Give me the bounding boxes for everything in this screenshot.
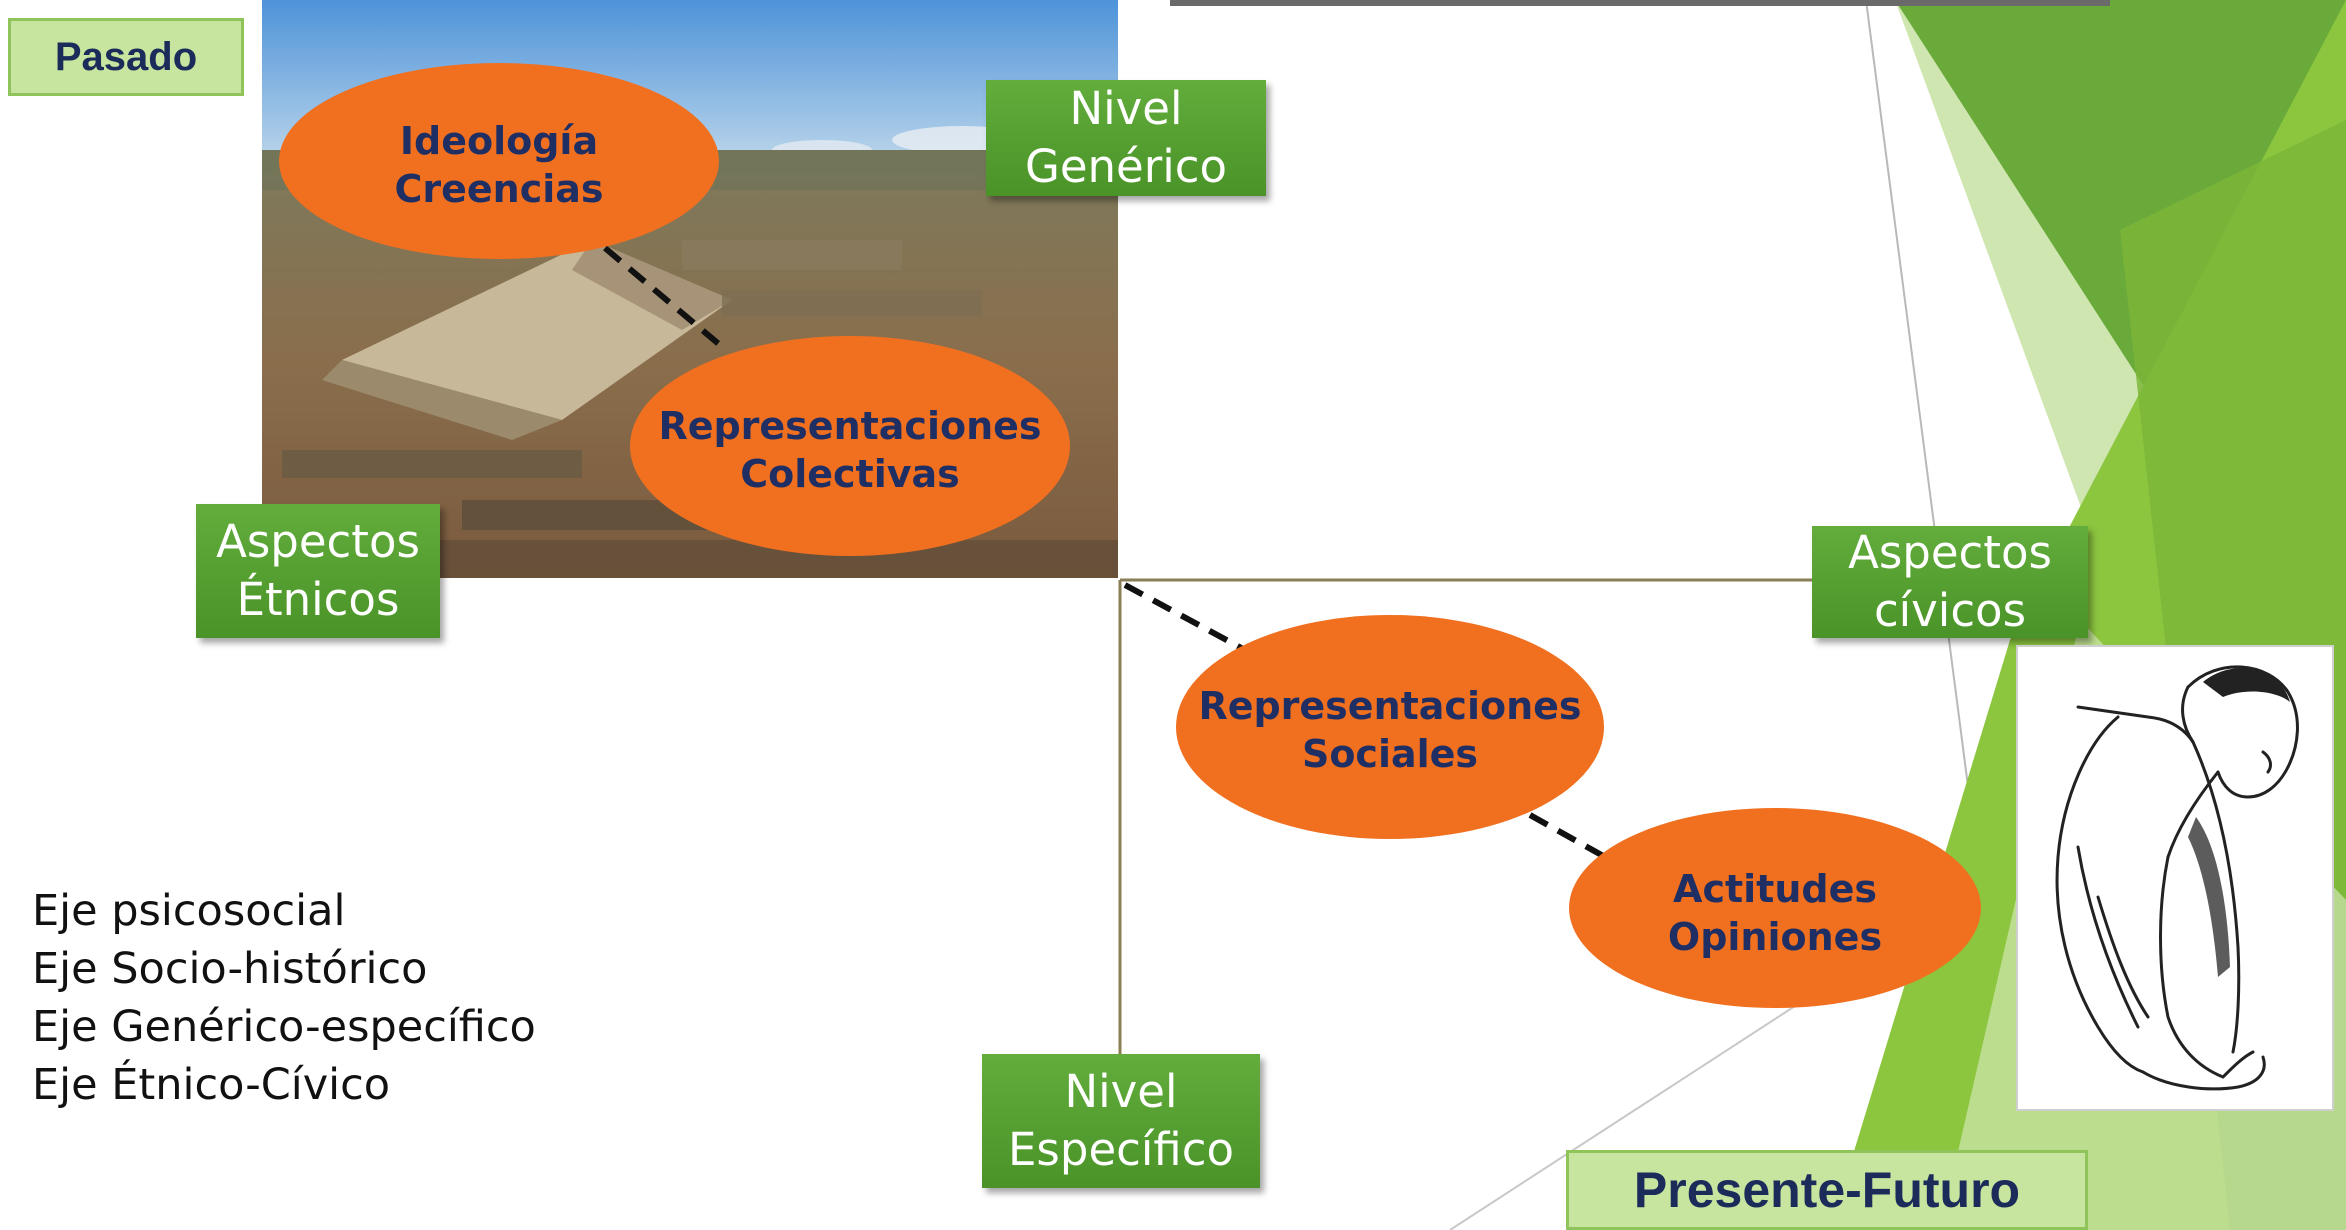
past-tag: Pasado [8,18,244,96]
ellipse-social-line2: Sociales [1301,732,1479,776]
ellipse-collective: Representaciones Colectivas [640,370,1060,530]
ellipse-ideology-shape [279,63,719,259]
ellipse-attitudes-line2: Opiniones [1667,915,1883,959]
ellipse-collective-line1: Representaciones [658,404,1042,448]
ethnic-aspects-line2: Étnicos [236,573,400,626]
figure-drawing [2055,665,2299,1091]
civic-aspects-line1: Aspectos [1848,526,2052,579]
ellipse-attitudes: Actitudes Opiniones [1575,838,1975,988]
connector-ideology-collective [603,245,722,348]
ellipse-attitudes-shape [1569,808,1981,1008]
ethnic-aspects-line1: Aspectos [216,515,420,568]
generic-level-line1: Nivel [1069,82,1183,135]
past-label: Pasado [54,34,198,79]
specific-level-line1: Nivel [1064,1065,1178,1118]
ellipse-social-shape [1176,615,1604,839]
axes-list-item: Eje Genérico-específico [32,1002,536,1052]
axes-list-item: Eje Socio-histórico [32,944,428,994]
connector-axis-social [1123,582,1247,653]
ellipse-ideology: Ideología Creencias [299,90,699,240]
specific-level-tag: Nivel Específico [982,1054,1260,1188]
ellipse-attitudes-line1: Actitudes [1673,867,1877,911]
ellipse-ideology-line1: Ideología [399,119,599,163]
specific-level-line2: Específico [1008,1123,1234,1176]
generic-level-line2: Genérico [1024,140,1228,193]
civic-aspects-line2: cívicos [1873,584,2027,637]
future-tag: Presente-Futuro [1566,1150,2088,1230]
crouching-figure-sketch [2016,645,2334,1111]
ellipse-collective-line2: Colectivas [740,452,960,496]
generic-level-tag: Nivel Genérico [986,80,1266,196]
ellipse-collective-shape [630,336,1070,556]
connector-social-attitudes [1528,812,1607,860]
future-label: Presente-Futuro [1633,1162,2021,1218]
ellipse-ideology-line2: Creencias [394,167,604,211]
ellipse-social-line1: Representaciones [1198,684,1582,728]
axes-list: Eje psicosocial Eje Socio-histórico Eje … [32,882,536,1114]
ellipse-social: Representaciones Sociales [1180,650,1600,810]
axes-list-item: Eje psicosocial [32,886,346,936]
civic-aspects-tag: Aspectos cívicos [1812,526,2088,638]
ethnic-aspects-tag: Aspectos Étnicos [196,504,440,638]
axes-list-item: Eje Étnico-Cívico [32,1060,391,1110]
